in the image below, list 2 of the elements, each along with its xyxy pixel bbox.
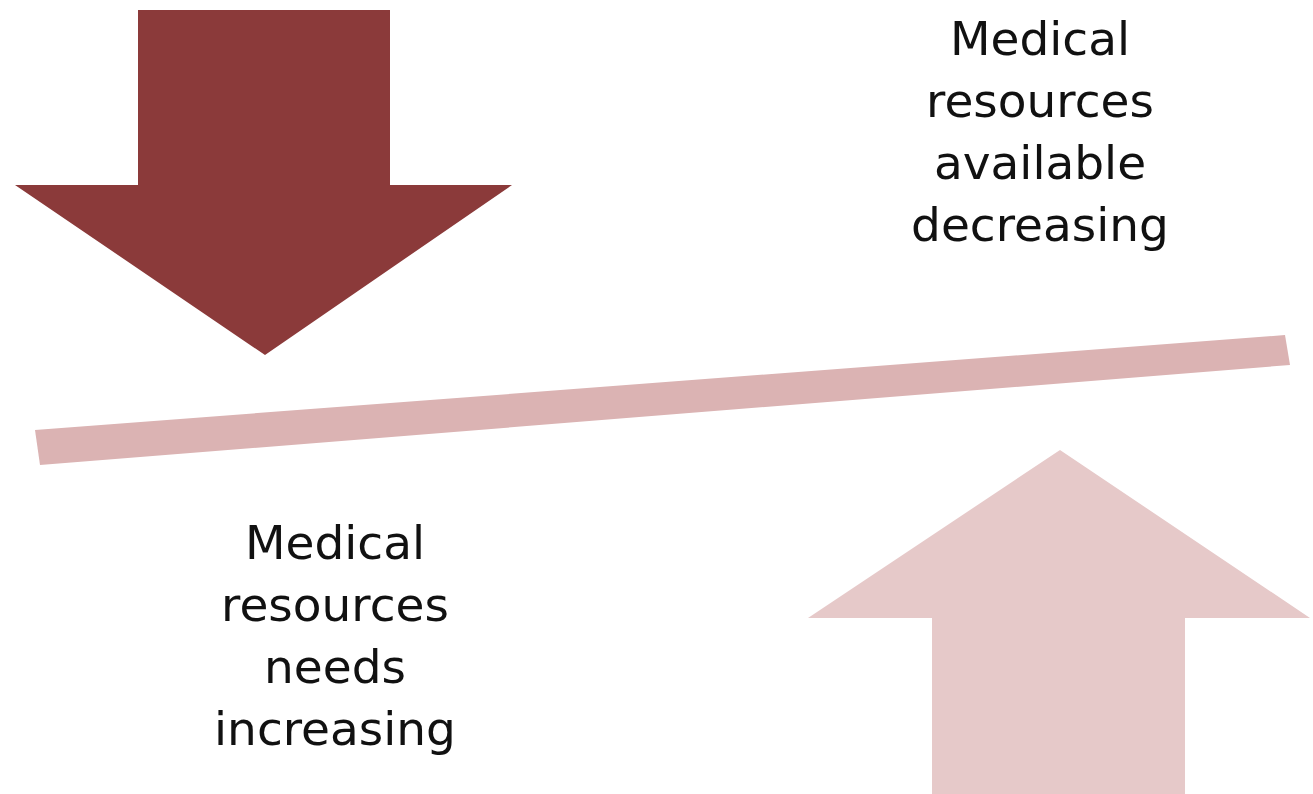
label-text: Medical resources available decreasing <box>910 10 1170 254</box>
label-text: Medical resources needs increasing <box>213 514 457 758</box>
